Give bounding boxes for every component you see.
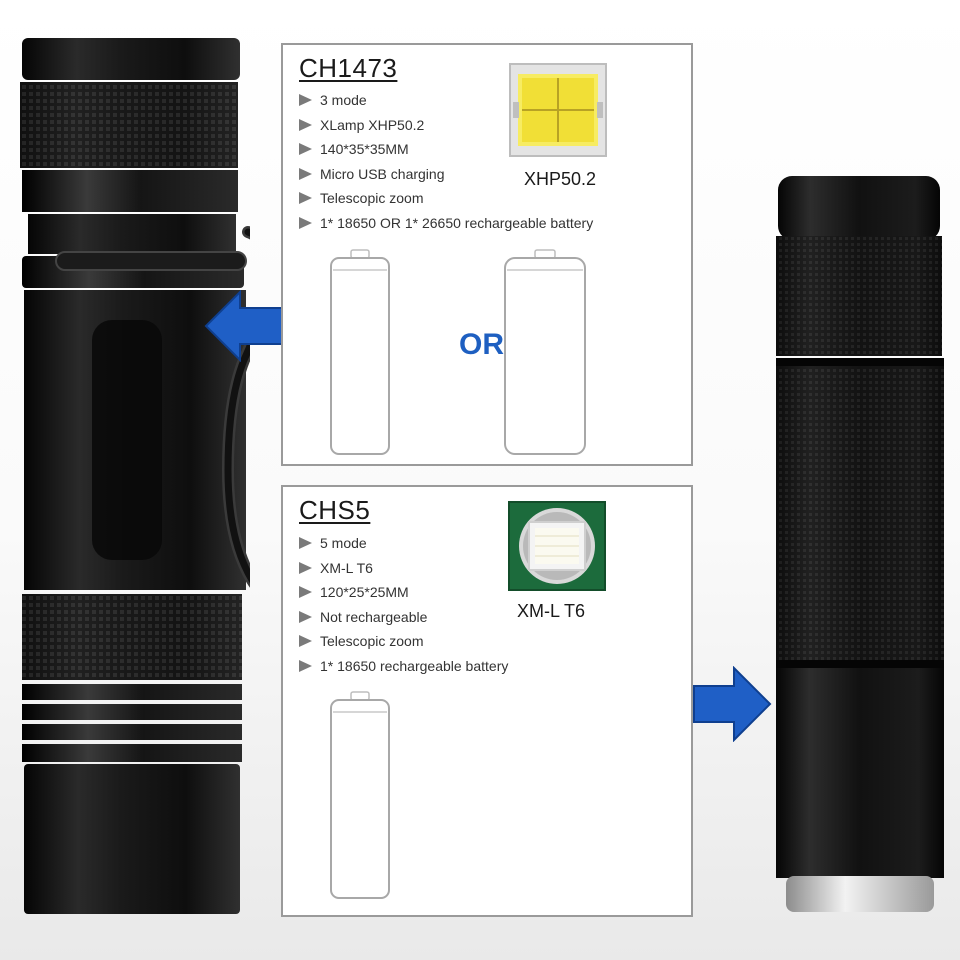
- feature-item: 140*35*35MM: [299, 137, 593, 162]
- triangle-right-icon: [299, 659, 312, 672]
- feature-item: 5 mode: [299, 531, 508, 556]
- feature-item: Micro USB charging: [299, 162, 593, 187]
- led-caption-xhp50: XHP50.2: [524, 169, 597, 189]
- model-title-ch1473: CH1473: [299, 53, 398, 83]
- xhp50-led-icon: [509, 63, 607, 157]
- flashlight-chs5-image: [776, 176, 944, 912]
- triangle-right-icon: [299, 192, 312, 205]
- feature-item: 1* 18650 OR 1* 26650 rechargeable batter…: [299, 211, 593, 236]
- feature-item: XLamp XHP50.2: [299, 113, 593, 138]
- spec-box-chs5: CHS5 5 mode XM-L T6 120*25*25MM Not rech…: [281, 485, 693, 917]
- triangle-right-icon: [299, 118, 312, 131]
- battery-icon: 18650: [330, 249, 390, 455]
- triangle-right-icon: [299, 94, 312, 107]
- battery-icon: 26650: [504, 249, 586, 455]
- triangle-right-icon: [299, 561, 312, 574]
- battery-icon: 18650: [330, 691, 390, 899]
- arrow-right-icon: [693, 666, 772, 742]
- triangle-right-icon: [299, 610, 312, 623]
- feature-item: XM-L T6: [299, 556, 508, 581]
- feature-item: Telescopic zoom: [299, 629, 508, 654]
- led-caption-xml-t6: XM-L T6: [517, 601, 586, 621]
- or-label: OR: [459, 328, 504, 361]
- xml-t6-led-icon: [508, 501, 606, 591]
- feature-list-chs5: 5 mode XM-L T6 120*25*25MM Not rechargea…: [299, 531, 508, 678]
- flashlight-ch1473-image: [20, 38, 250, 914]
- triangle-right-icon: [299, 167, 312, 180]
- arrow-left-icon: [204, 290, 283, 362]
- feature-item: 1* 18650 rechargeable battery: [299, 654, 508, 679]
- triangle-right-icon: [299, 143, 312, 156]
- triangle-right-icon: [299, 586, 312, 599]
- triangle-right-icon: [299, 216, 312, 229]
- model-title-chs5: CHS5: [299, 495, 371, 525]
- feature-list-ch1473: 3 mode XLamp XHP50.2 140*35*35MM Micro U…: [299, 88, 593, 235]
- feature-item: Telescopic zoom: [299, 186, 593, 211]
- feature-item: 3 mode: [299, 88, 593, 113]
- spec-box-ch1473: CH1473 3 mode XLamp XHP50.2 140*35*35MM …: [281, 43, 693, 466]
- triangle-right-icon: [299, 537, 312, 550]
- feature-item: 120*25*25MM: [299, 580, 508, 605]
- feature-item: Not rechargeable: [299, 605, 508, 630]
- triangle-right-icon: [299, 635, 312, 648]
